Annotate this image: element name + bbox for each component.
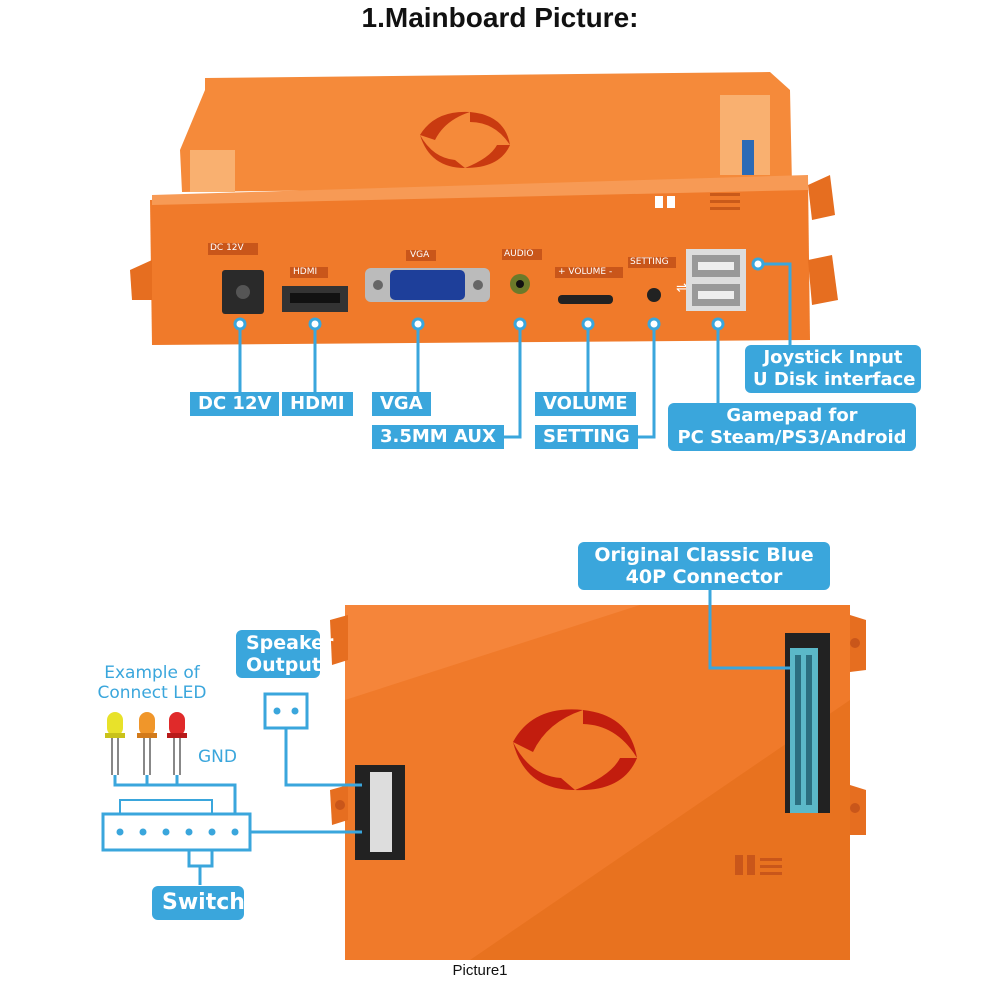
label-led-line2: Connect LED (97, 683, 207, 703)
label-gamepad-line2: PC Steam/PS3/Android (677, 427, 907, 448)
label-setting: SETTING (535, 425, 638, 449)
label-switch: Switch (152, 886, 245, 920)
label-led-example: Example of Connect LED (88, 663, 216, 703)
label-led-line1: Example of (104, 663, 200, 683)
svg-text:⇌: ⇌ (676, 280, 688, 296)
label-speaker-line2: Output (246, 654, 321, 676)
label-volume: VOLUME (535, 392, 636, 416)
port-tag-volume: + VOLUME - (558, 267, 613, 277)
page-title: 1.Mainboard Picture: (361, 2, 639, 33)
label-connector-line1: Original Classic Blue (594, 544, 814, 566)
label-gamepad: Gamepad for PC Steam/PS3/Android (668, 403, 916, 451)
label-vga: VGA (372, 392, 431, 416)
label-joystick-line2: U Disk interface (753, 369, 916, 390)
port-tag-hdmi: HDMI (293, 267, 318, 277)
label-speaker-output: Speaker Output (236, 630, 334, 678)
port-tag-vga: VGA (410, 250, 430, 260)
port-tag-dc: DC 12V (210, 243, 244, 253)
label-connector-line2: 40P Connector (625, 566, 783, 588)
figure-caption: Picture1 (452, 962, 508, 979)
label-gamepad-line1: Gamepad for (726, 405, 858, 426)
label-40p-connector: Original Classic Blue 40P Connector (578, 542, 830, 590)
label-joystick-line1: Joystick Input (763, 347, 903, 368)
label-gnd: GND (198, 747, 237, 767)
label-aux: 3.5MM AUX (372, 425, 504, 449)
port-tag-setting: SETTING (630, 257, 669, 267)
port-tag-audio: AUDIO (504, 249, 534, 259)
label-hdmi: HDMI (282, 392, 353, 416)
label-speaker-line1: Speaker (246, 632, 334, 654)
label-dc12v: DC 12V (190, 392, 280, 416)
label-joystick-input: Joystick Input U Disk interface (745, 345, 921, 393)
